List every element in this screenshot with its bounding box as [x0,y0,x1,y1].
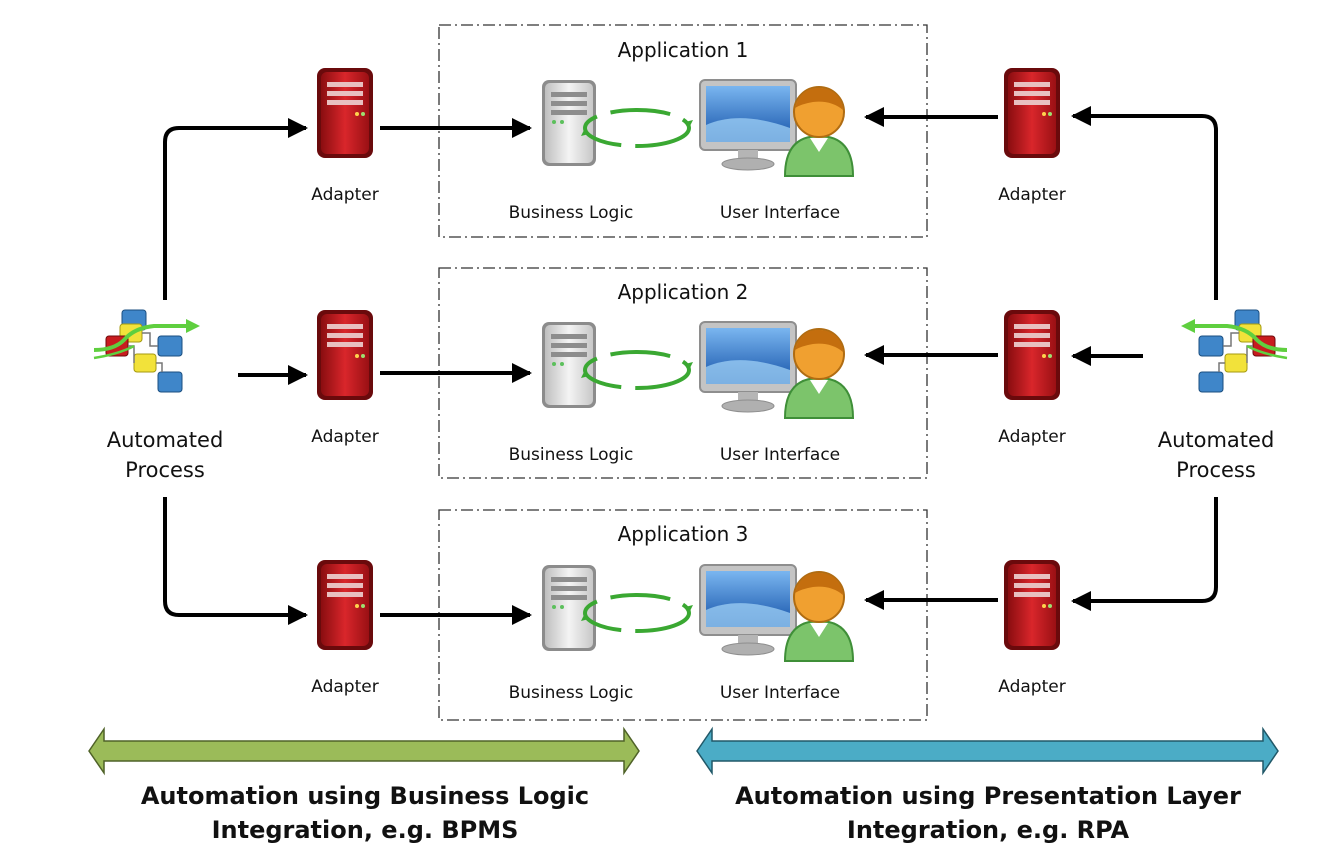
user-interface-label: User Interface [720,683,840,703]
application-content-1: Business Logic User Interface [509,79,854,223]
left-adapter-1: Adapter [311,68,379,205]
server-adapter-icon [1004,68,1060,158]
application-title: Application 2 [618,280,749,304]
process-label-line2: Process [125,458,205,482]
right-adapter-2: Adapter [998,310,1066,447]
connector-arrow [1071,497,1218,611]
adapter-label: Adapter [311,185,378,205]
user-interface-label: User Interface [720,203,840,223]
left-adapter-2: Adapter [311,310,379,447]
presentation-layer-range-arrow [696,726,1279,776]
right-automated-process: Automated Process [1158,308,1289,482]
workflow-process-icon [92,308,202,394]
adapter-label: Adapter [998,427,1065,447]
application-content-2: Business Logic User Interface [509,321,854,465]
monitor-icon [699,79,797,171]
left-automated-process: Automated Process [92,308,224,482]
application-box-1: Application 1 [438,24,928,238]
user-interface-label: User Interface [720,445,840,465]
sync-cycle-icon [579,108,695,148]
process-label-line1: Automated [1158,428,1275,452]
right-adapter-3: Adapter [998,560,1066,697]
business-logic-label: Business Logic [509,683,634,703]
connector-arrow [163,497,308,625]
left-connectors [163,118,532,625]
server-adapter-icon [317,560,373,650]
left-caption-line1: Automation using Business Logic [141,782,589,810]
business-logic-range-arrow [88,726,640,776]
business-logic-label: Business Logic [509,203,634,223]
adapter-label: Adapter [311,427,378,447]
application-content-3: Business Logic User Interface [509,564,854,703]
server-adapter-icon [317,68,373,158]
business-logic-label: Business Logic [509,445,634,465]
connector-arrow [163,118,308,300]
left-caption-line2: Integration, e.g. BPMS [212,816,519,844]
process-label-line1: Automated [107,428,224,452]
adapter-label: Adapter [311,677,378,697]
application-title: Application 1 [618,38,749,62]
right-connectors [864,106,1218,611]
application-title: Application 3 [618,522,749,546]
sync-cycle-icon [579,593,695,633]
server-adapter-icon [317,310,373,400]
connector-arrow [1071,106,1218,300]
application-box-2: Application 2 [438,267,928,479]
server-adapter-icon [1004,560,1060,650]
workflow-process-icon [1179,308,1289,394]
adapter-label: Adapter [998,677,1065,697]
adapter-label: Adapter [998,185,1065,205]
monitor-icon [699,321,797,413]
application-box-3: Application 3 [438,509,928,721]
process-label-line2: Process [1176,458,1256,482]
right-caption-line2: Integration, e.g. RPA [847,816,1130,844]
left-adapter-3: Adapter [311,560,379,697]
server-adapter-icon [1004,310,1060,400]
right-adapter-1: Adapter [998,68,1066,205]
monitor-icon [699,564,797,656]
sync-cycle-icon [579,350,695,390]
right-caption-line1: Automation using Presentation Layer [735,782,1241,810]
